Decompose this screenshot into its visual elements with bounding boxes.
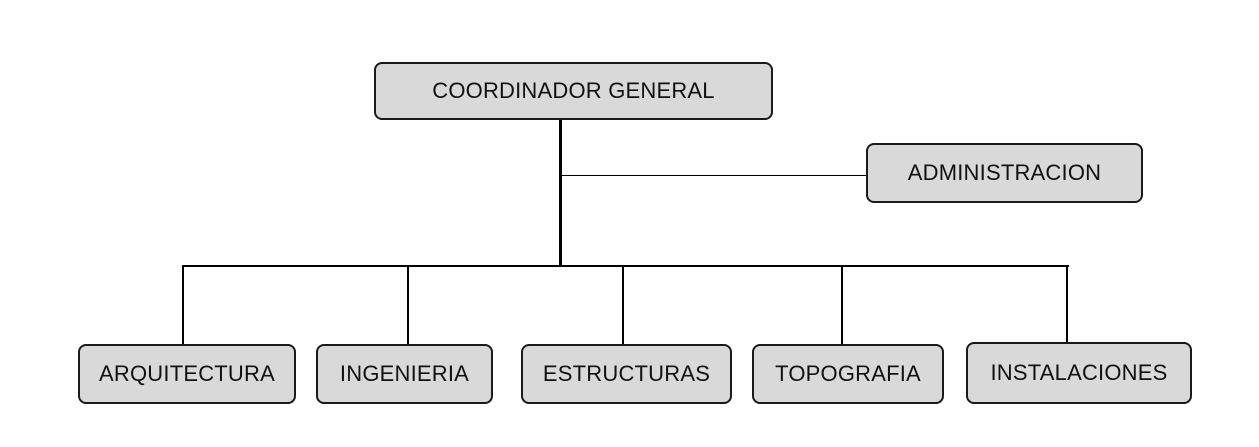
node-topografia: TOPOGRAFIA bbox=[752, 344, 944, 404]
connector-drop-arquitectura bbox=[182, 266, 184, 345]
node-label: ESTRUCTURAS bbox=[542, 361, 711, 386]
node-coordinador-general: COORDINADOR GENERAL bbox=[374, 62, 773, 120]
node-label: TOPOGRAFIA bbox=[775, 361, 921, 386]
connector-drop-ingenieria bbox=[407, 266, 409, 345]
connector-drop-topografia bbox=[841, 266, 843, 345]
node-estructuras: ESTRUCTURAS bbox=[521, 344, 732, 404]
connector-root-trunk bbox=[559, 119, 562, 267]
node-label: COORDINADOR GENERAL bbox=[432, 78, 715, 103]
connector-staff-branch bbox=[561, 175, 867, 176]
node-label: ARQUITECTURA bbox=[99, 361, 275, 386]
node-label: INGENIERIA bbox=[339, 361, 470, 386]
connector-departments-bus bbox=[182, 265, 1069, 267]
node-arquitectura: ARQUITECTURA bbox=[78, 344, 296, 404]
node-administracion: ADMINISTRACION bbox=[866, 143, 1143, 203]
connector-drop-estructuras bbox=[622, 266, 624, 345]
node-ingenieria: INGENIERIA bbox=[316, 344, 493, 404]
node-instalaciones: INSTALACIONES bbox=[966, 342, 1192, 404]
node-label: ADMINISTRACION bbox=[907, 160, 1102, 185]
connector-drop-instalaciones bbox=[1066, 266, 1068, 344]
node-label: INSTALACIONES bbox=[990, 360, 1168, 385]
